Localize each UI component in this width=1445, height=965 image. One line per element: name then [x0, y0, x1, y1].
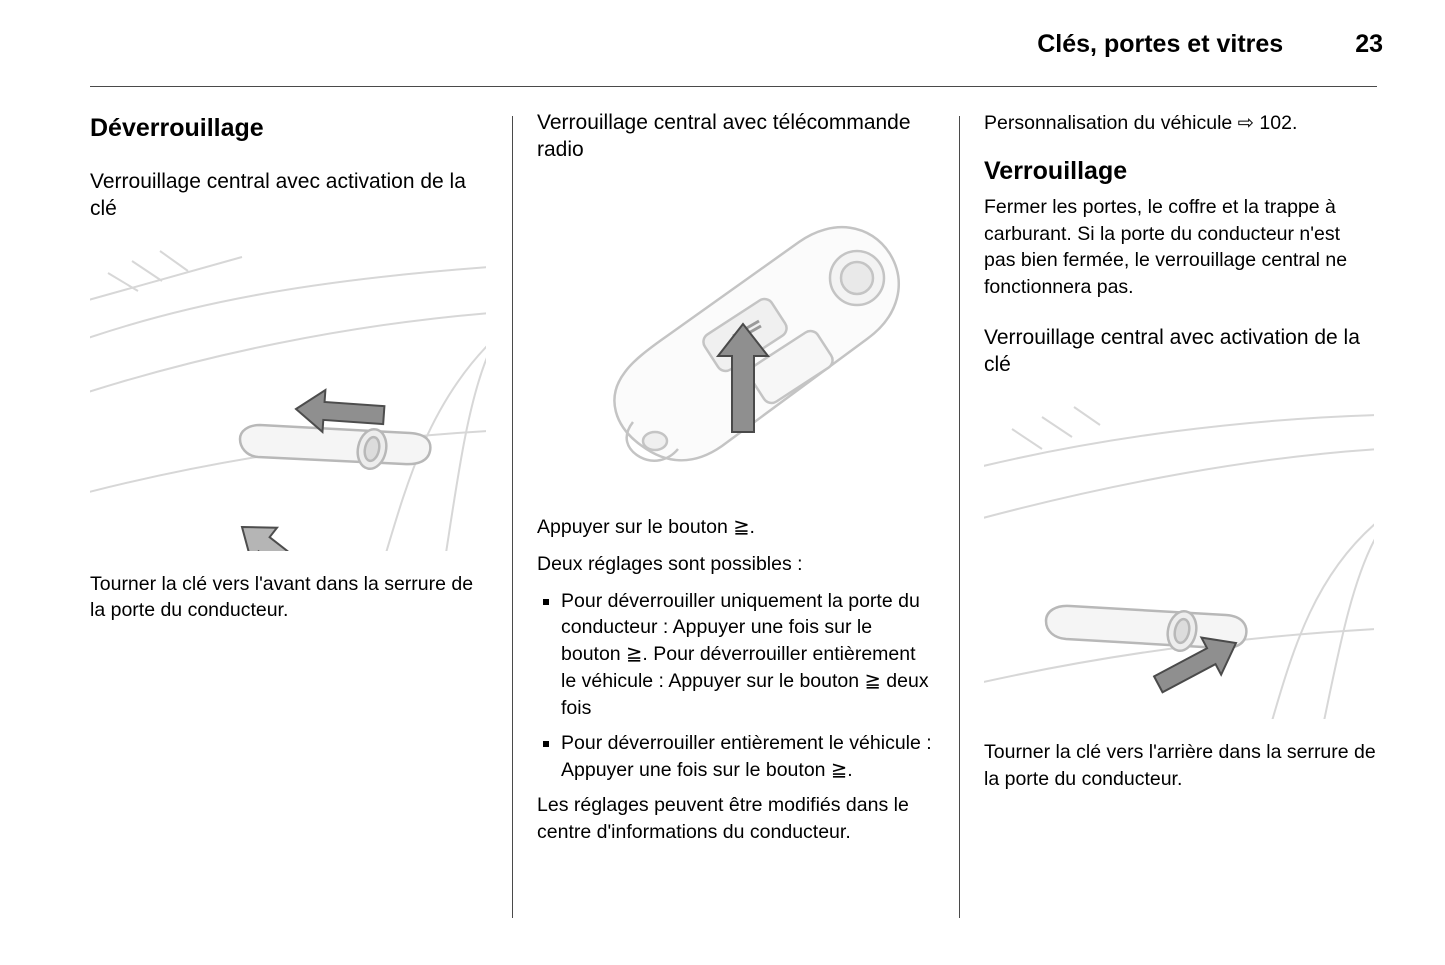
list-item: Pour déverrouiller uniquement la porte d…	[561, 588, 935, 723]
content-columns: Déverrouillage Verrouillage central avec…	[90, 110, 1383, 920]
radio-remote-control-illustration	[537, 183, 933, 484]
page-header: Clés, portes et vitres 23	[1037, 30, 1383, 59]
front-door-handle-key-unlock-illustration	[90, 242, 486, 551]
section-heading-verrouillage: Verrouillage	[984, 156, 1128, 185]
list-item: Pour déverrouiller entièrement le véhicu…	[561, 730, 935, 784]
page-number: 23	[1355, 30, 1383, 58]
column-verrouillage: Personnalisation du véhicule ⇨ 102. Verr…	[984, 110, 1376, 920]
para-press-button: Appuyer sur le bouton ≧.	[537, 515, 755, 538]
column-divider	[512, 116, 513, 918]
caption-lock-rear: Tourner la clé vers l'arrière dans la se…	[984, 741, 1376, 790]
caption-unlock-front: Tourner la clé vers l'avant dans la serr…	[90, 572, 474, 622]
para-close-doors: Fermer les portes, le coffre et la trapp…	[984, 195, 1348, 299]
cross-reference-personnalisation: Personnalisation du véhicule ⇨ 102.	[984, 112, 1298, 134]
column-deverrouillage: Déverrouillage Verrouillage central avec…	[90, 110, 488, 920]
section-heading-deverrouillage: Déverrouillage	[90, 114, 264, 142]
column-divider	[959, 116, 960, 918]
arrow-turn-key-forward-icon	[228, 508, 326, 551]
column-remote-control: Verrouillage central avec télécommande r…	[537, 110, 935, 920]
page-title: Clés, portes et vitres	[1037, 30, 1284, 58]
para-two-settings: Deux réglages sont possibles :	[537, 552, 803, 575]
header-rule	[90, 86, 1377, 87]
para-settings-modifiable: Les réglages peuvent être modifiés dans …	[537, 793, 909, 843]
subheading-central-locking-key-2: Verrouillage central avec activation de …	[984, 326, 1360, 377]
subheading-central-locking-key: Verrouillage central avec activation de …	[90, 169, 466, 220]
unlock-options-list: Pour déverrouiller uniquement la porte d…	[537, 588, 935, 784]
rear-door-handle-key-lock-illustration	[984, 397, 1374, 720]
subheading-remote-control: Verrouillage central avec télécommande r…	[537, 111, 911, 161]
